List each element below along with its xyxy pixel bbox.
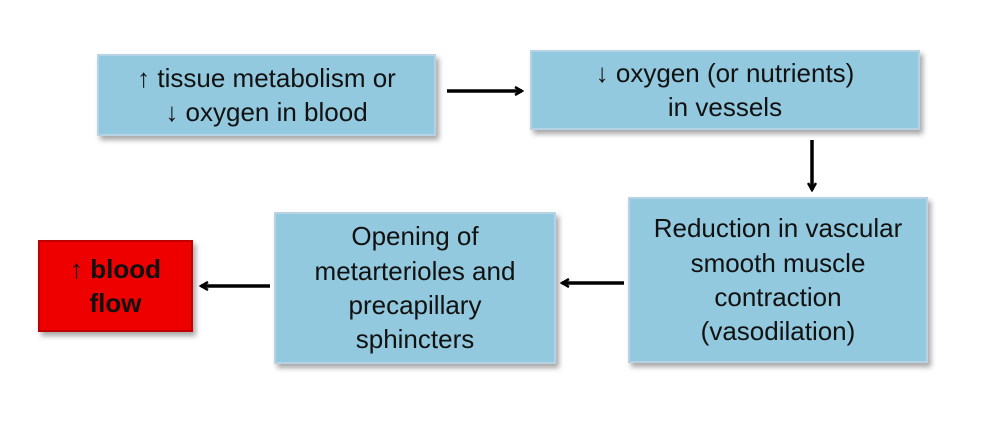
metarterioles-opening-text: Opening of metarterioles and precapillar… [314,221,516,355]
metarterioles-opening-box: Opening of metarterioles and precapillar… [274,212,556,364]
tissue-metabolism-text: ↑ tissue metabolism or ↓ oxygen in blood [137,62,396,127]
blood-flow-text: ↑ blood flow [70,253,161,318]
oxygen-in-vessels-text: ↓ oxygen (or nutrients) in vessels [595,57,855,122]
tissue-metabolism-box: ↑ tissue metabolism or ↓ oxygen in blood [97,54,436,136]
vasodilation-box: Reduction in vascular smooth muscle cont… [628,197,928,363]
blood-flow-box: ↑ blood flow [38,240,193,332]
oxygen-in-vessels-box: ↓ oxygen (or nutrients) in vessels [530,50,920,130]
vasodilation-text: Reduction in vascular smooth muscle cont… [653,213,903,347]
